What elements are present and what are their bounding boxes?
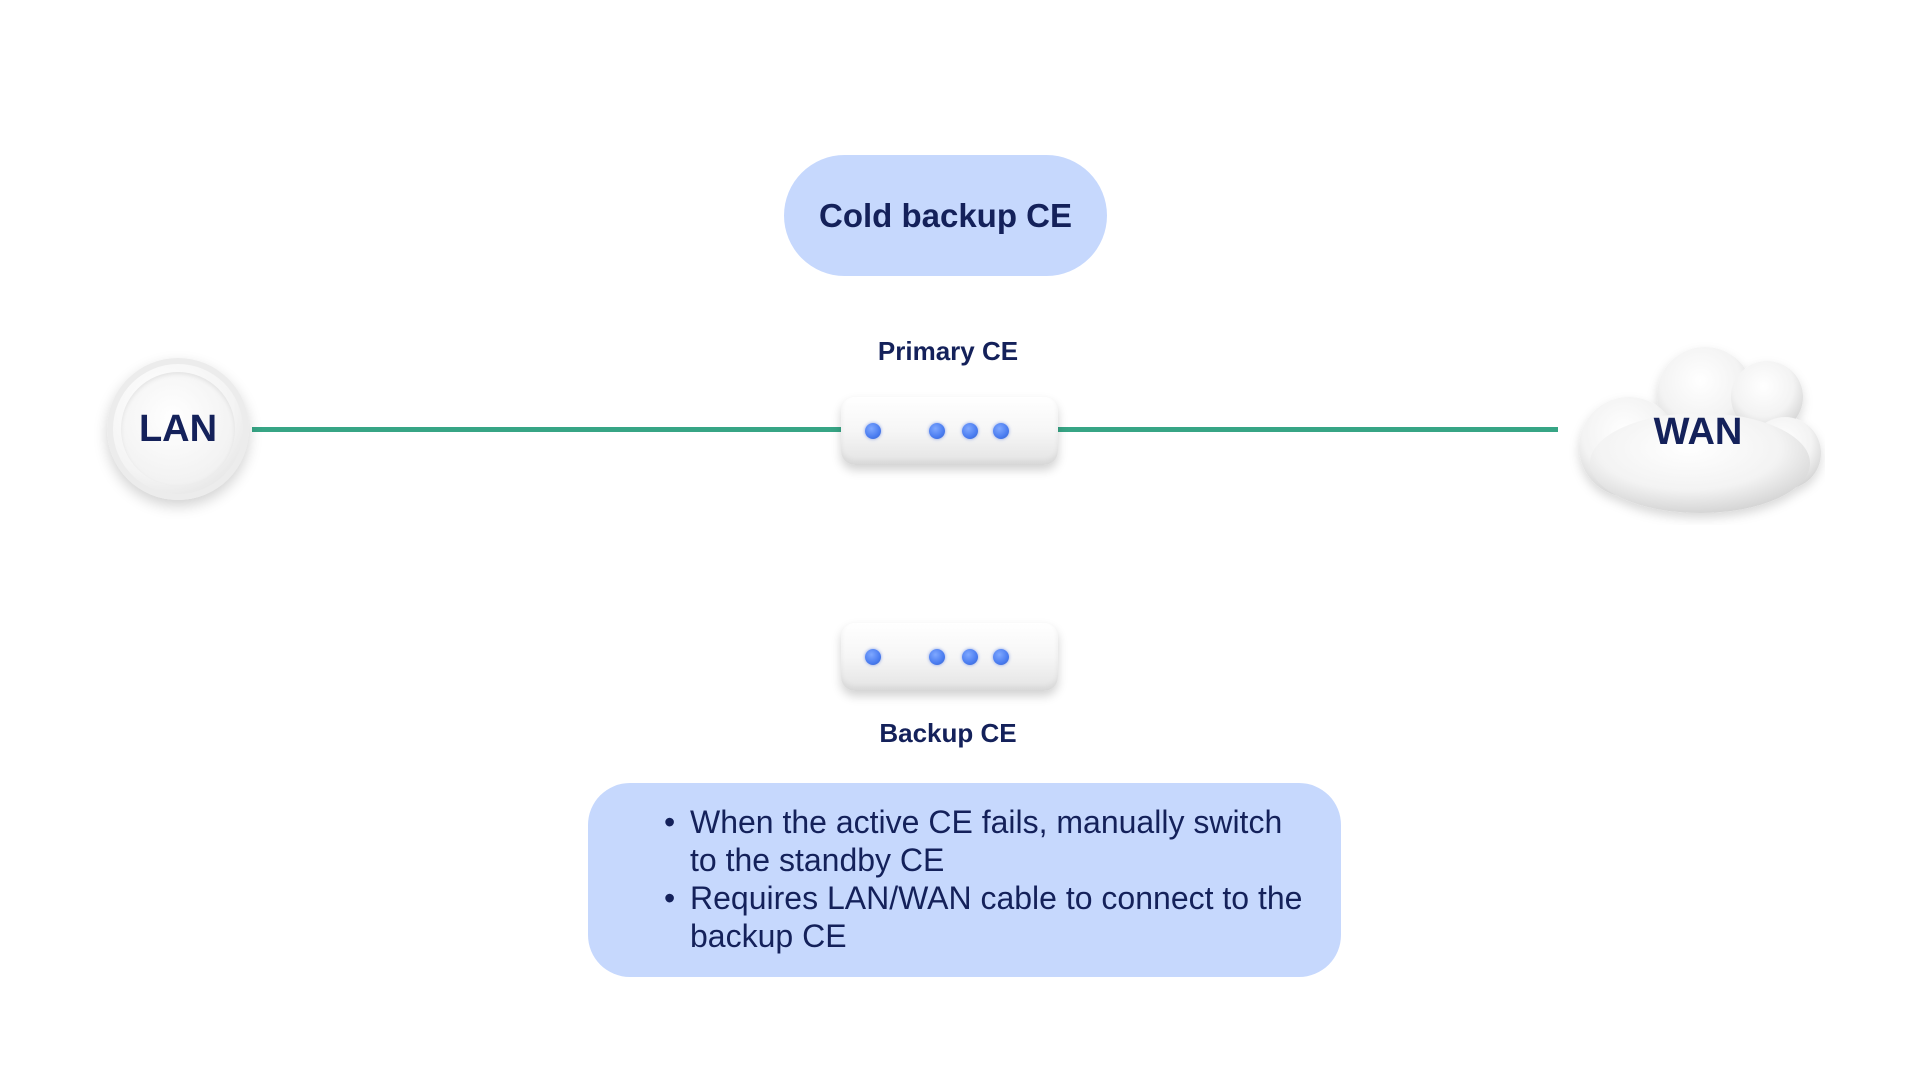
- diagram-title: Cold backup CE: [818, 196, 1073, 234]
- backup-router-icon: [841, 623, 1058, 691]
- lan-node-icon: LAN: [107, 358, 249, 500]
- wan-cloud-icon: WAN: [1555, 335, 1825, 525]
- led-icon: [993, 423, 1009, 439]
- led-icon: [962, 423, 978, 439]
- led-icon: [962, 649, 978, 665]
- led-icon: [929, 649, 945, 665]
- primary-to-wan-link: [1056, 427, 1558, 432]
- note-item: • When the active CE fails, manually swi…: [664, 803, 1304, 879]
- primary-router-icon: [841, 397, 1058, 465]
- bullet-icon: •: [664, 804, 676, 840]
- lan-label: LAN: [138, 407, 218, 450]
- led-icon: [993, 649, 1009, 665]
- notes-list: • When the active CE fails, manually swi…: [664, 803, 1304, 955]
- wan-label: WAN: [1653, 410, 1743, 453]
- bullet-icon: •: [664, 880, 676, 916]
- primary-ce-label: Primary CE: [877, 336, 1019, 366]
- led-icon: [929, 423, 945, 439]
- note-item: • Requires LAN/WAN cable to connect to t…: [664, 879, 1304, 955]
- backup-ce-label: Backup CE: [879, 718, 1017, 748]
- lan-to-primary-link: [252, 427, 842, 432]
- led-icon: [865, 649, 881, 665]
- led-icon: [865, 423, 881, 439]
- notes-box: • When the active CE fails, manually swi…: [588, 783, 1341, 977]
- title-pill: Cold backup CE: [784, 155, 1107, 276]
- note-text: When the active CE fails, manually switc…: [690, 804, 1283, 878]
- note-text: Requires LAN/WAN cable to connect to the…: [690, 880, 1303, 954]
